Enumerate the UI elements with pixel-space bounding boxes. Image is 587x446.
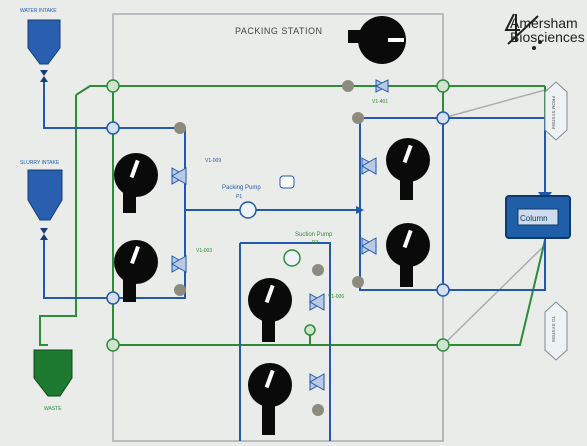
knob-bottom-lower[interactable] — [248, 363, 292, 435]
knob-left-lower[interactable] — [114, 240, 158, 302]
packing-pump-label: Packing Pump — [222, 185, 261, 191]
slurry-intake-label: SLURRY INTAKE — [20, 160, 60, 166]
station-title: PACKING STATION — [235, 26, 323, 36]
knob-right-upper[interactable] — [386, 138, 430, 200]
valve-top-label: V1-401 — [372, 99, 388, 105]
knobs — [114, 16, 430, 435]
slurry-intake-tank — [27, 169, 63, 240]
port-tags — [544, 81, 568, 361]
column-label: Column — [520, 214, 548, 223]
knob-right-lower[interactable] — [386, 223, 430, 287]
knob-left-upper[interactable] — [114, 153, 158, 213]
column — [505, 195, 571, 239]
port-upper-label: FROM SYSTEM — [551, 96, 556, 129]
brand-line-1: Amersham — [510, 15, 578, 31]
waste-label: WASTE — [44, 406, 62, 412]
water-intake-label: WATER INTAKE — [20, 8, 57, 14]
suction-pump — [283, 249, 301, 267]
amersham-logo-icon — [504, 13, 542, 50]
suction-pump-label: Suction Pump — [295, 232, 333, 238]
valve-bottom-label: V1-009 — [205, 158, 221, 164]
valve-left-label: V1-003 — [196, 248, 212, 254]
knob-top[interactable] — [348, 16, 406, 64]
knob-bottom-upper[interactable] — [248, 278, 292, 342]
water-intake-tank — [27, 19, 61, 82]
brand-line-2: Biosciences — [510, 29, 585, 45]
packing-pump-tag: P1 — [236, 194, 242, 200]
pressure-gauge — [279, 175, 295, 189]
sensor-balls — [174, 80, 364, 416]
suction-pump-tag: P2 — [312, 240, 318, 246]
port-lower-label: TO SYSTEM — [551, 316, 556, 342]
valve-right-label: V1-006 — [328, 294, 344, 300]
waste-tank — [33, 349, 73, 397]
junctions — [106, 79, 450, 352]
valve-symbols — [170, 79, 390, 391]
brand-name: Amersham Biosciences — [510, 16, 585, 44]
packing-pump — [239, 201, 257, 219]
